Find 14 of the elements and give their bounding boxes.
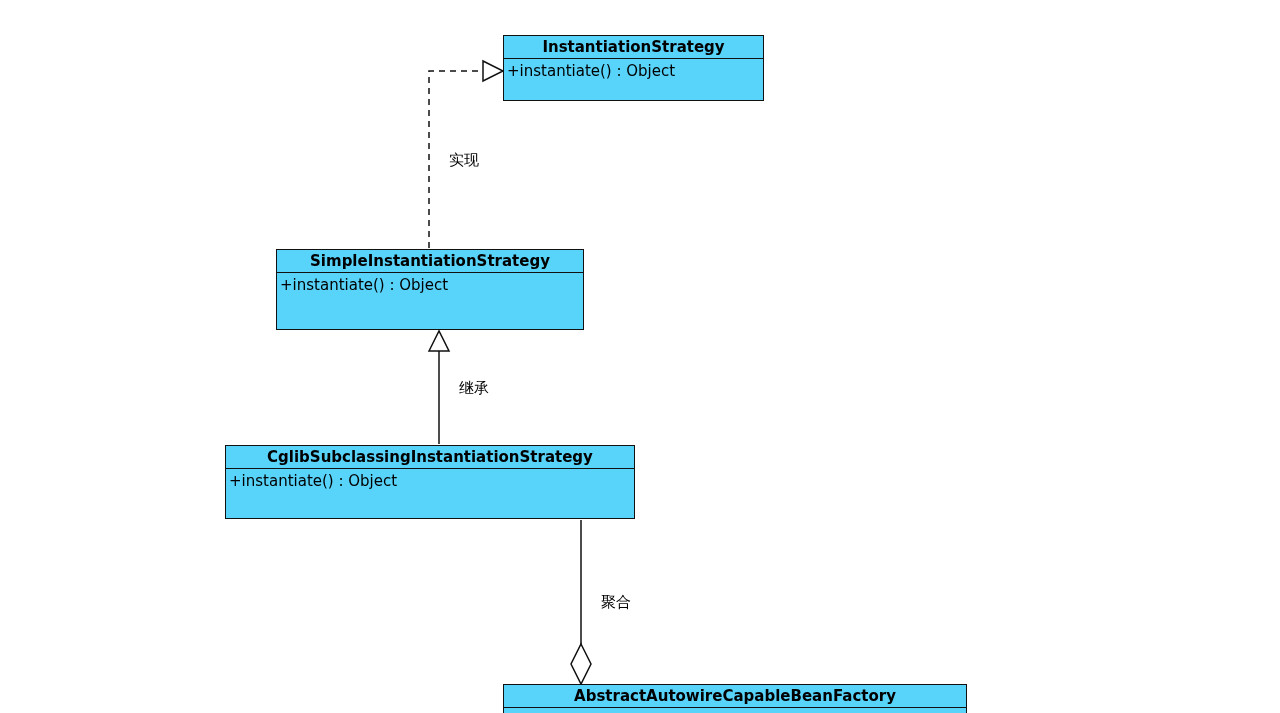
class-box	[503, 35, 764, 101]
method-signature: +instantiate() : Object	[279, 275, 450, 296]
class-name: AbstractAutowireCapableBeanFactory	[504, 685, 966, 708]
class-name: InstantiationStrategy	[504, 36, 763, 59]
arrow	[428, 330, 450, 445]
class-box	[225, 445, 635, 519]
dashed-arrow	[428, 60, 504, 249]
class-name: SimpleInstantiationStrategy	[277, 250, 583, 273]
method-signature: +instantiate() : Object	[228, 471, 399, 492]
aggregation-line	[570, 519, 592, 685]
class-name: CglibSubclassingInstantiationStrategy	[226, 446, 634, 469]
class-box	[276, 249, 584, 330]
method-signature: +instantiate() : Object	[506, 61, 677, 82]
edge-label: 聚合	[599, 592, 633, 613]
